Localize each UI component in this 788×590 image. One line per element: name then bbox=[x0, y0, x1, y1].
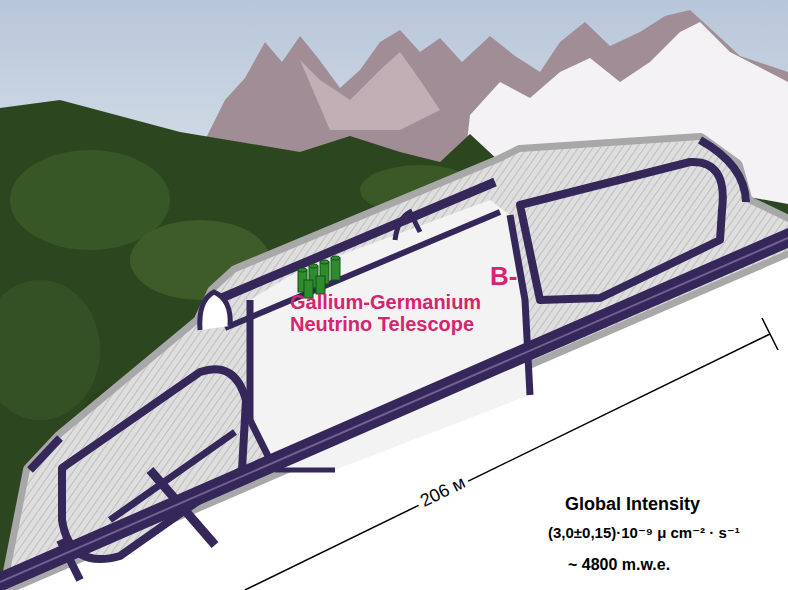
dimension-label: 206 м bbox=[413, 470, 472, 513]
intensity-note: ~ 4800 m.w.e. bbox=[568, 556, 670, 574]
hall-title: Gallium-Germanium Neutrino Telescope bbox=[290, 291, 550, 335]
hall-letter: B- bbox=[290, 262, 550, 291]
intensity-note: Global Intensity bbox=[565, 494, 700, 515]
hall-label-box: B-Gallium-Germanium Neutrino Telescope bbox=[290, 262, 550, 335]
intensity-note: (3,0±0,15)·10⁻⁹ μ cm⁻² · s⁻¹ bbox=[548, 524, 740, 542]
